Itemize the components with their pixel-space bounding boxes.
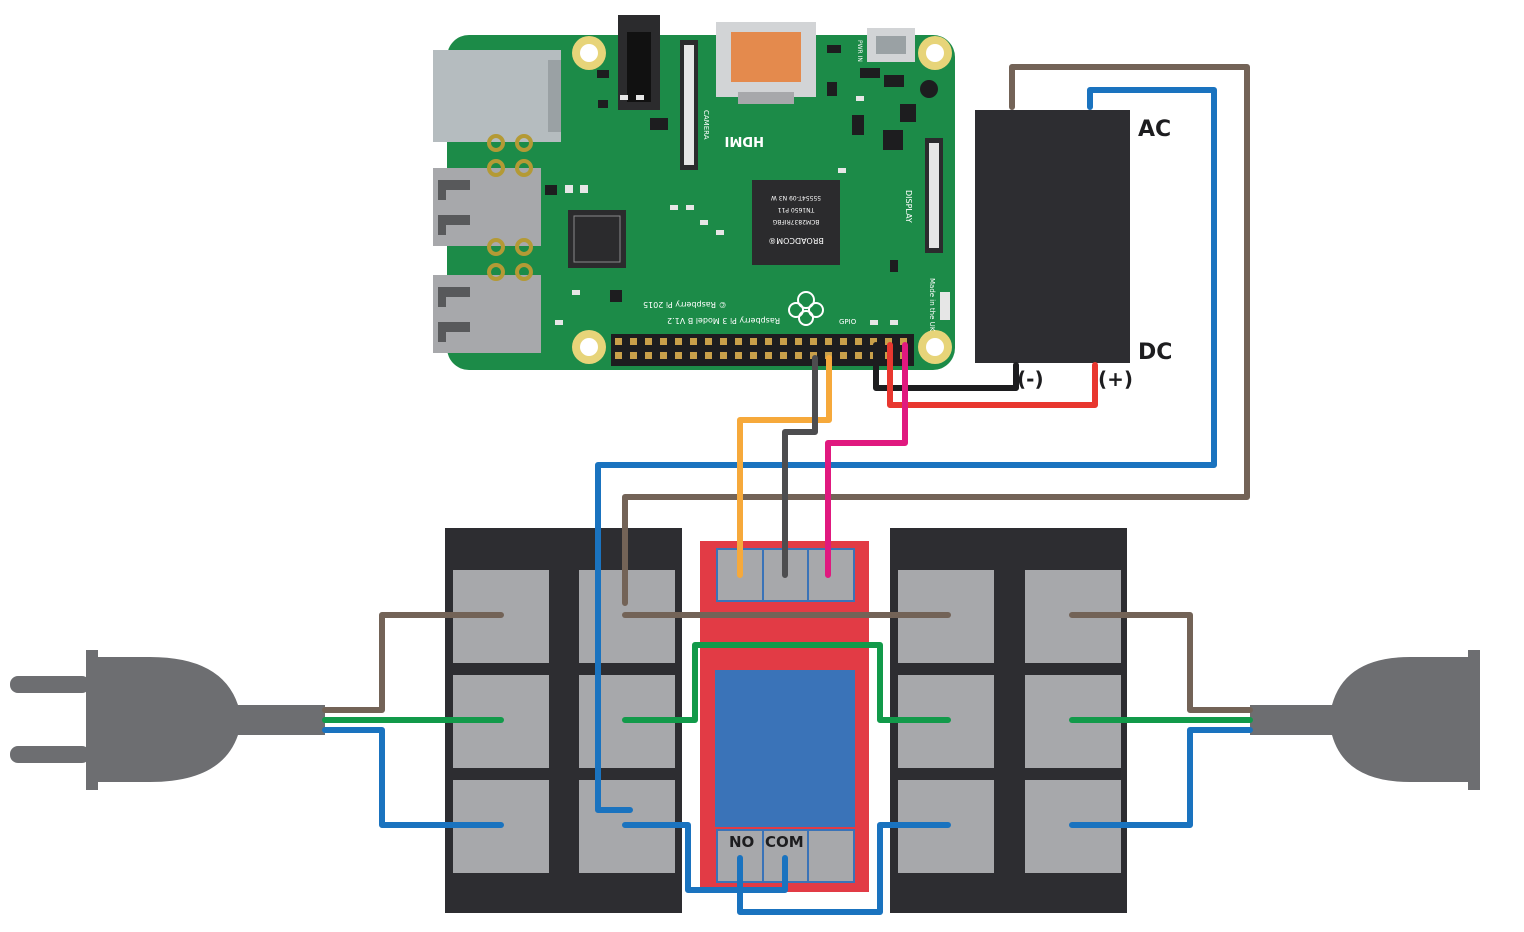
gpio-pin (675, 338, 682, 345)
signal-orange-wire (737, 355, 832, 578)
psu-positive-label: (+) (1098, 367, 1133, 391)
psu-blue-wire (595, 87, 1217, 813)
gpio-pin (645, 352, 652, 359)
soc-line2: TN1650 P11 (778, 206, 816, 213)
gpio-pin (720, 352, 727, 359)
right-power-plug (1250, 650, 1480, 790)
signal-pink-wire (825, 342, 908, 578)
soc-line3: 55554T-09 N3 W (771, 194, 821, 201)
relay-in-blue-wire (622, 822, 743, 893)
relay-module (700, 541, 869, 892)
gpio-silk-label: GPIO (839, 318, 857, 326)
relay-com-blue-wire (737, 855, 788, 893)
usb-port-upper (433, 168, 541, 246)
soc-line1: BCM2837RIFBG (772, 218, 819, 225)
relay-no-label: NO (729, 833, 754, 851)
gpio-pin (855, 338, 862, 345)
usb-lan-chip (568, 210, 626, 268)
relay-no-blue-wire (737, 822, 951, 915)
mounting-holes (572, 36, 952, 364)
gpio-pin (750, 352, 757, 359)
gpio-pin (855, 352, 862, 359)
psu-negative-label: (-) (1017, 367, 1044, 391)
gpio-pin (675, 352, 682, 359)
gpio-header (611, 334, 914, 366)
relay-com-label: COM (765, 833, 804, 851)
gpio-pin (870, 338, 877, 345)
right-plug-brown-wire (1069, 612, 1253, 713)
bridge-green-wire (622, 642, 951, 723)
gpio-pin (660, 338, 667, 345)
gpio-pin (660, 352, 667, 359)
gpio-pin (810, 338, 817, 345)
signal-gray-wire (782, 355, 818, 578)
gpio-pin (780, 352, 787, 359)
soc-brand-label: BROADCOM® (768, 236, 824, 245)
gpio-pin (885, 338, 892, 345)
gpio-pin (765, 352, 772, 359)
gpio-pin (795, 338, 802, 345)
ethernet-port (433, 50, 561, 142)
gpio-pin (615, 338, 622, 345)
gpio-pin (840, 338, 847, 345)
gpio-pin (705, 338, 712, 345)
display-silk-label: DISPLAY (904, 190, 913, 223)
psu-ac-label: AC (1138, 117, 1171, 142)
pwr-silk-label: PWR IN (856, 40, 863, 62)
raspberry-logo (788, 291, 824, 326)
gpio-pin (795, 352, 802, 359)
copyright-silk-label: © Raspberry Pi 2015 (643, 300, 727, 309)
hdmi-silk-label: HDMI (725, 133, 764, 148)
psu-brown-wire (622, 64, 1250, 606)
dc-negative-wire (873, 342, 1019, 391)
gpio-header-body (611, 334, 914, 366)
left-power-plug (10, 650, 325, 790)
gpio-pin (750, 338, 757, 345)
gpio-pin (690, 352, 697, 359)
gpio-pin (720, 338, 727, 345)
gpio-pin (690, 338, 697, 345)
soc-chip (752, 180, 840, 265)
left-plug-blue-wire (322, 727, 504, 828)
gpio-pin (735, 352, 742, 359)
gpio-pin (900, 338, 907, 345)
gpio-pin (615, 352, 622, 359)
gpio-pin (705, 352, 712, 359)
gpio-pin (645, 338, 652, 345)
power-supply (975, 110, 1130, 363)
psu-dc-label: DC (1138, 340, 1172, 365)
made-in-silk-label: Made in the UK (928, 278, 936, 332)
gpio-pin (630, 352, 637, 359)
gpio-pin (630, 338, 637, 345)
gpio-pin (735, 338, 742, 345)
right-plug-blue-wire (1069, 727, 1253, 828)
gpio-pin (780, 338, 787, 345)
left-plug-brown-wire (322, 612, 504, 713)
gpio-pin (840, 352, 847, 359)
usb-port-lower (433, 275, 541, 353)
raspberry-pi-board: BROADCOM® BCM2837RIFBG TN1650 P11 55554T… (433, 15, 955, 370)
gpio-pin (765, 338, 772, 345)
camera-silk-label: CAMERA (702, 110, 710, 140)
dc-positive-wire (887, 342, 1098, 408)
gpio-pin (825, 338, 832, 345)
model-silk-label: Raspberry Pi 3 Model B V1.2 (667, 316, 780, 325)
